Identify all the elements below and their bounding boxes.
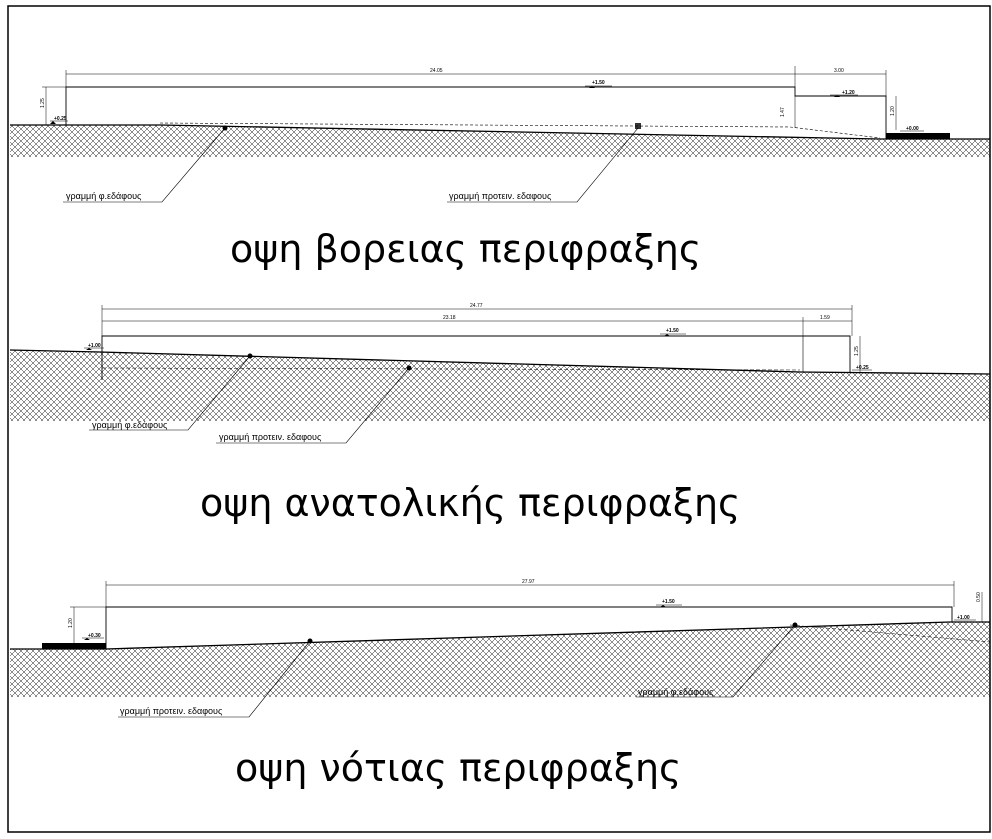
north-level-right: +0.00 bbox=[906, 126, 919, 132]
north-elevation-title: οψη βορειας περιφραξης bbox=[230, 227, 701, 271]
east-level-right: +0.25 bbox=[856, 365, 869, 371]
north-callout-proposed-ground: γραμμή προτειν. εδαφους bbox=[449, 191, 552, 201]
east-level-left: +1.00 bbox=[88, 343, 101, 349]
south-proposed-ground bbox=[789, 624, 991, 643]
north-level-step: +1.20 bbox=[842, 90, 855, 96]
south-ground-hatch bbox=[10, 622, 990, 697]
east-elevation-title: οψη ανατολικής περιφραξης bbox=[200, 481, 740, 525]
north-proposed-ground bbox=[159, 122, 881, 139]
north-level-left: +0.25 bbox=[54, 116, 67, 122]
north-fence-outline bbox=[65, 86, 887, 139]
south-fence-outline bbox=[105, 606, 953, 649]
south-callout-proposed-ground: γραμμή προτειν. εδαφους bbox=[120, 706, 223, 716]
north-dim-right-vertical: 1.20 bbox=[890, 106, 896, 116]
north-ground-hatch bbox=[10, 125, 990, 157]
east-dim-right-vertical: 1.25 bbox=[854, 346, 860, 356]
south-elevation-title: οψη νότιας περιφραξης bbox=[235, 746, 681, 790]
north-elevation: 24.05 3.00 1.25 1.47 1.20 +0.25 +1.50 +1… bbox=[10, 66, 990, 271]
east-proposed-ground bbox=[101, 367, 801, 371]
south-dim-left-vertical: 1.20 bbox=[68, 618, 74, 628]
north-dim-mid-vertical: 1.47 bbox=[780, 107, 786, 117]
north-callout-existing-ground: γραμμή φ.εδάφους bbox=[66, 191, 142, 201]
east-callout-existing-ground: γραμμή φ.εδάφους bbox=[92, 420, 168, 430]
east-callout-proposed-ground: γραμμή προτειν. εδαφους bbox=[219, 432, 322, 442]
south-level-top: +1.50 bbox=[662, 599, 675, 605]
south-level-left: +0.30 bbox=[88, 633, 101, 639]
north-dim-left-vertical: 1.25 bbox=[40, 98, 46, 108]
east-ground-hatch bbox=[10, 350, 990, 421]
east-dim-right-segment: 1.59 bbox=[820, 315, 830, 321]
south-level-right: +1.00 bbox=[957, 615, 970, 621]
north-level-top: +1.50 bbox=[592, 80, 605, 86]
north-right-slab bbox=[886, 133, 950, 139]
east-dim-segment: 23.18 bbox=[443, 315, 456, 321]
north-dim-main: 24.05 bbox=[430, 68, 443, 74]
east-fence-outline bbox=[101, 335, 851, 380]
south-dim-right-vertical: 0.50 bbox=[976, 592, 982, 602]
east-level-top: +1.50 bbox=[666, 328, 679, 334]
south-left-slab bbox=[42, 643, 106, 649]
south-dim-main: 27.97 bbox=[522, 579, 535, 585]
south-callout-existing-ground: γραμμή φ.εδάφους bbox=[638, 687, 714, 697]
east-dim-overall: 24.77 bbox=[470, 303, 483, 309]
east-ground-line bbox=[9, 349, 991, 375]
south-elevation: 27.97 1.20 0.50 +0.30 +1.50 +1.00 γραμμή… bbox=[10, 579, 991, 790]
north-dim-right: 3.00 bbox=[834, 68, 844, 74]
east-elevation: 24.77 23.18 1.59 1.25 +1.00 +1.50 +0.25 … bbox=[9, 303, 991, 525]
